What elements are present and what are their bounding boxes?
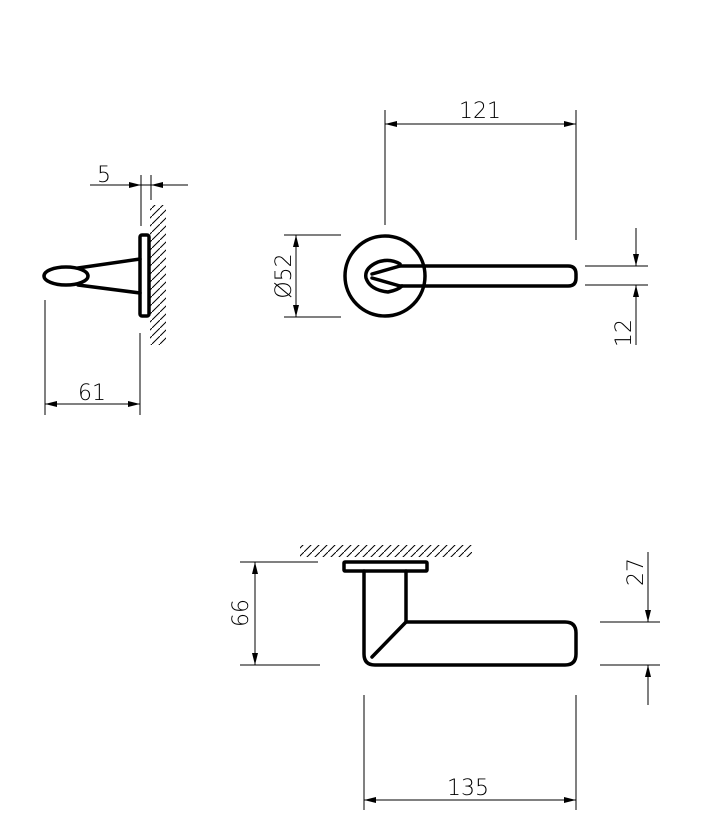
rose-plate (138, 233, 151, 318)
dim-lever-width: 12 (612, 319, 637, 347)
dim-reach: 121 (459, 99, 501, 124)
wall-hatch (300, 545, 472, 557)
lever (398, 264, 578, 288)
rose-plate (342, 560, 429, 573)
front-view: 66 27 135 (229, 545, 660, 810)
dim-rose-thickness: 5 (97, 163, 111, 188)
dim-depth: 61 (78, 381, 106, 406)
dim-lever-height: 27 (624, 558, 649, 586)
top-view: 121 Ø52 12 (272, 99, 648, 347)
dim-rose-diameter: Ø52 (272, 253, 297, 298)
lever (362, 569, 578, 667)
rose (343, 234, 427, 318)
wall-hatch (150, 205, 166, 345)
dim-length: 135 (447, 776, 489, 801)
side-view: 5 61 (42, 163, 188, 415)
dim-height: 66 (229, 599, 254, 627)
lever-end (42, 265, 90, 287)
